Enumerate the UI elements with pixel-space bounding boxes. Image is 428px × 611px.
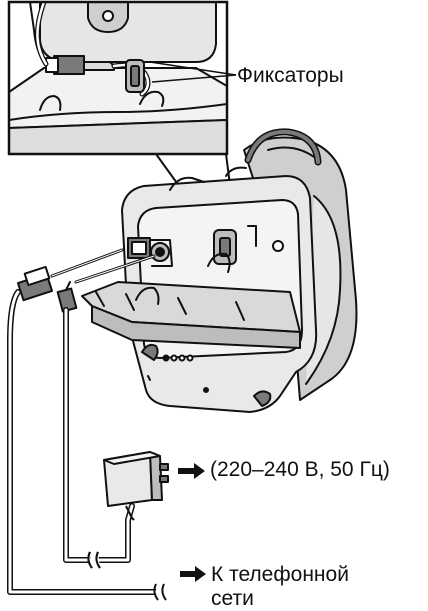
ac-adapter <box>103 451 169 521</box>
inset-detail <box>7 0 229 156</box>
power-cord <box>56 254 156 563</box>
base-unit <box>81 128 358 413</box>
latches-label: Фиксаторы <box>237 64 344 87</box>
latches-leader-lines <box>149 61 237 83</box>
power-spec-label: (220–240 В, 50 Гц) <box>210 458 390 481</box>
cable-break-icon <box>153 583 167 601</box>
right-arrow-icon <box>178 463 205 479</box>
phone-cord <box>7 248 159 595</box>
phone-line-label: К телефонной сети <box>211 563 349 610</box>
right-arrow-icon <box>180 566 206 582</box>
cable-break-icon <box>87 551 101 569</box>
